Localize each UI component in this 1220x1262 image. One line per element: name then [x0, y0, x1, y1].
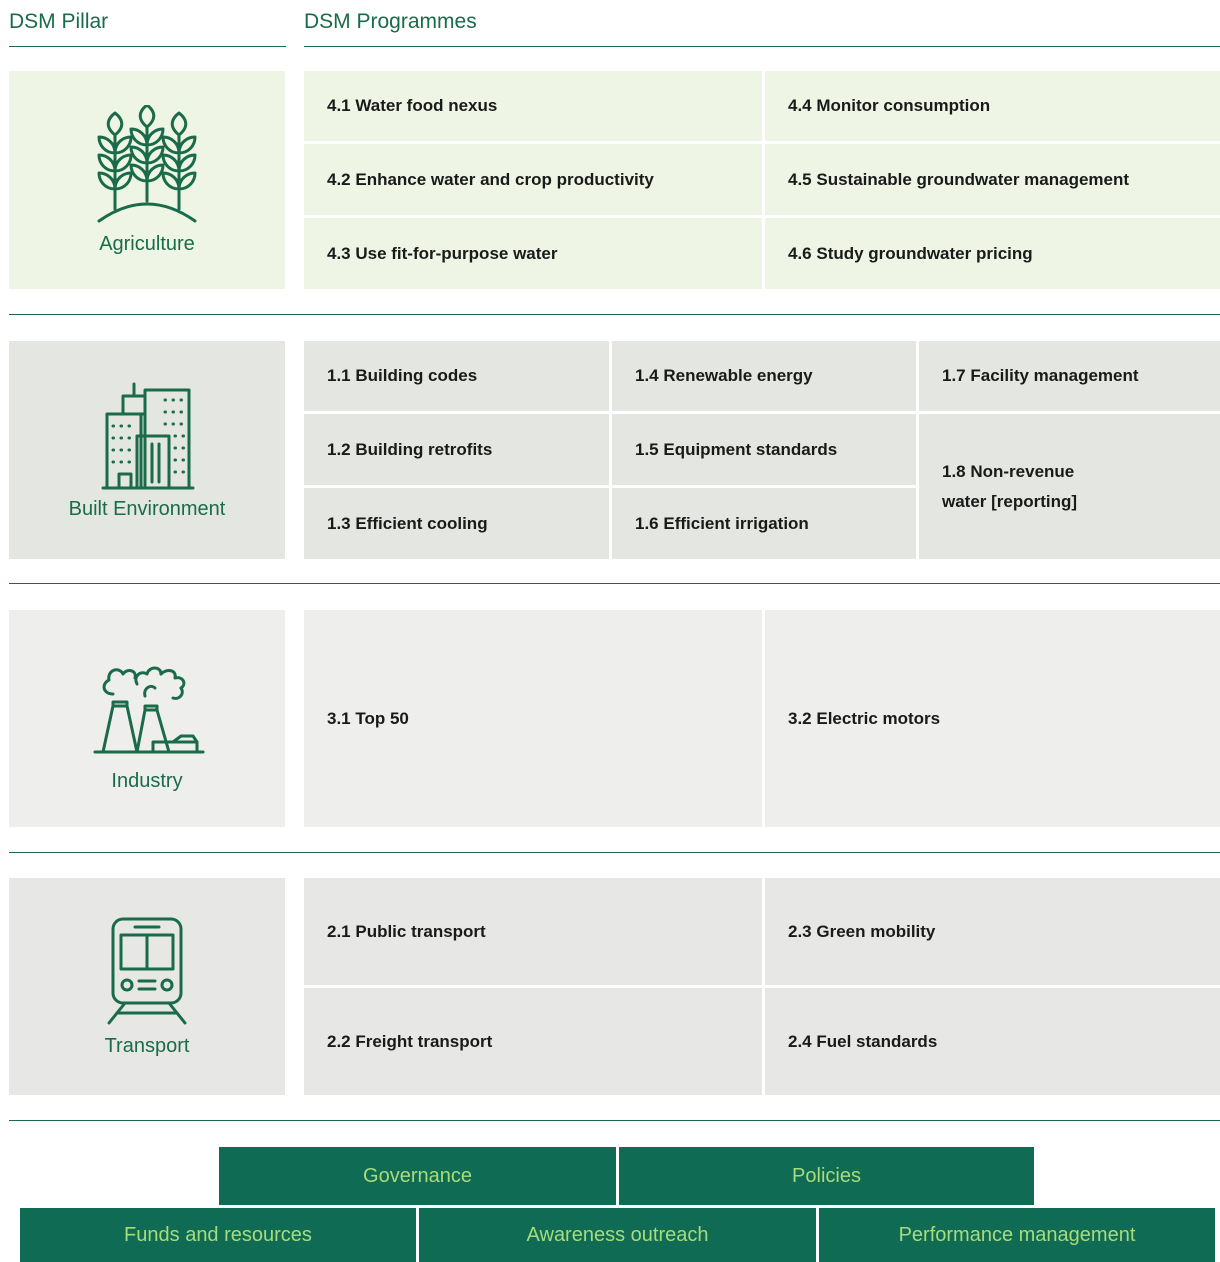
enabler-policies: Policies: [619, 1147, 1034, 1205]
pillar-built-environment: Built Environment: [9, 341, 285, 559]
programme-3-2: 3.2 Electric motors: [765, 610, 1220, 827]
programme-2-3: 2.3 Green mobility: [765, 878, 1220, 985]
programme-1-7: 1.7 Facility management: [919, 341, 1220, 411]
programme-4-2: 4.2 Enhance water and crop productivity: [304, 144, 762, 215]
enabler-governance: Governance: [219, 1147, 616, 1205]
programme-4-6: 4.6 Study groundwater pricing: [765, 218, 1220, 289]
programmes-header-rule: [304, 46, 1220, 47]
buildings-icon: [101, 382, 195, 489]
section-divider: [9, 583, 1220, 584]
wheat-icon: [97, 104, 197, 222]
pillar-header-rule: [9, 46, 286, 47]
programme-4-1: 4.1 Water food nexus: [304, 71, 762, 141]
pillar-agriculture: Agriculture: [9, 71, 285, 289]
programme-4-3: 4.3 Use fit-for-purpose water: [304, 218, 762, 289]
train-icon: [107, 917, 187, 1025]
programme-1-8: 1.8 Non-revenue water [reporting]: [919, 414, 1220, 559]
pillar-label: Transport: [104, 1035, 190, 1057]
programme-2-2: 2.2 Freight transport: [304, 988, 762, 1095]
enabler-funds-and-resources: Funds and resources: [20, 1208, 416, 1262]
programme-4-4: 4.4 Monitor consumption: [765, 71, 1220, 141]
programme-3-1: 3.1 Top 50: [304, 610, 762, 827]
factory-icon: [93, 666, 205, 754]
programme-1-2: 1.2 Building retrofits: [304, 414, 609, 485]
pillar-industry: Industry: [9, 610, 285, 827]
pillar-label: Agriculture: [99, 232, 195, 255]
programme-2-1: 2.1 Public transport: [304, 878, 762, 985]
section-divider: [9, 852, 1220, 853]
programme-1-3: 1.3 Efficient cooling: [304, 488, 609, 559]
section-divider: [9, 314, 1220, 315]
programme-1-5: 1.5 Equipment standards: [612, 414, 916, 485]
programme-1-4: 1.4 Renewable energy: [612, 341, 916, 411]
section-divider: [9, 1120, 1220, 1121]
programme-2-4: 2.4 Fuel standards: [765, 988, 1220, 1095]
pillar-label: Built Environment: [68, 497, 226, 520]
enabler-performance-management: Performance management: [819, 1208, 1215, 1262]
pillar-column-title: DSM Pillar: [9, 10, 109, 33]
programme-4-5: 4.5 Sustainable groundwater management: [765, 144, 1220, 215]
programmes-column-title: DSM Programmes: [304, 10, 477, 33]
pillar-label: Industry: [111, 770, 183, 792]
enabler-awareness-outreach: Awareness outreach: [419, 1208, 816, 1262]
programme-1-1: 1.1 Building codes: [304, 341, 609, 411]
pillar-transport: Transport: [9, 878, 285, 1095]
programme-1-6: 1.6 Efficient irrigation: [612, 488, 916, 559]
